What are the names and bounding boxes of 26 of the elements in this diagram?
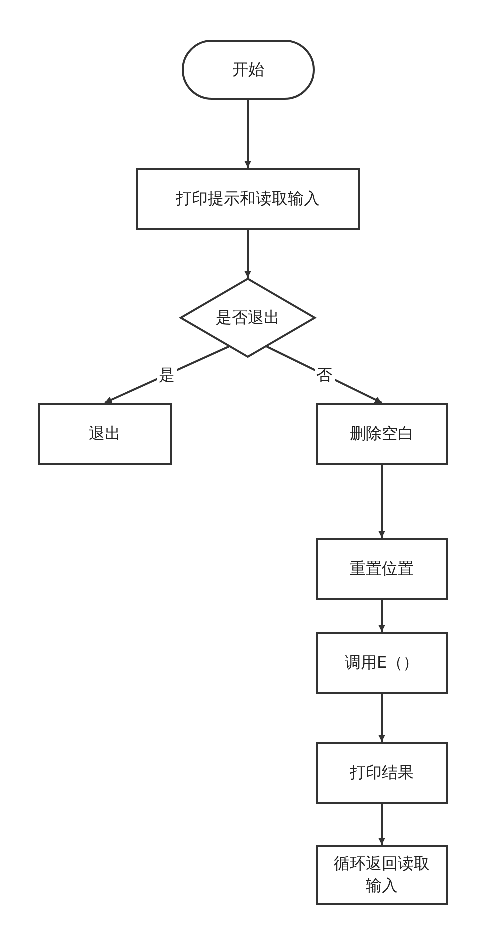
process-box bbox=[316, 538, 448, 600]
edge-label: 否 bbox=[314, 365, 335, 384]
process-box bbox=[316, 403, 448, 465]
arrow bbox=[244, 100, 252, 168]
arrow bbox=[378, 694, 386, 742]
process-box bbox=[316, 742, 448, 804]
node-text: 打印结果 bbox=[349, 762, 415, 784]
node-text: 重置位置 bbox=[349, 558, 415, 580]
process-box bbox=[136, 168, 360, 230]
node-text: 调用E（） bbox=[344, 652, 420, 674]
node-text: 是否退出 bbox=[215, 306, 281, 329]
arrow bbox=[378, 600, 386, 632]
arrow bbox=[378, 804, 386, 845]
node-text: 退出 bbox=[88, 422, 122, 445]
edge-label: 是 bbox=[156, 365, 177, 384]
node-text: 循环返回读取输入 bbox=[333, 852, 431, 897]
process-box bbox=[316, 632, 448, 694]
arrow bbox=[104, 346, 230, 404]
node-text: 打印提示和读取输入 bbox=[175, 188, 321, 210]
node-text: 开始 bbox=[232, 58, 266, 81]
node-text: 删除空白 bbox=[349, 422, 415, 445]
arrow bbox=[244, 230, 252, 278]
process-box bbox=[38, 403, 172, 465]
process-box bbox=[316, 845, 448, 905]
arrow bbox=[266, 346, 382, 404]
arrow bbox=[378, 465, 386, 538]
